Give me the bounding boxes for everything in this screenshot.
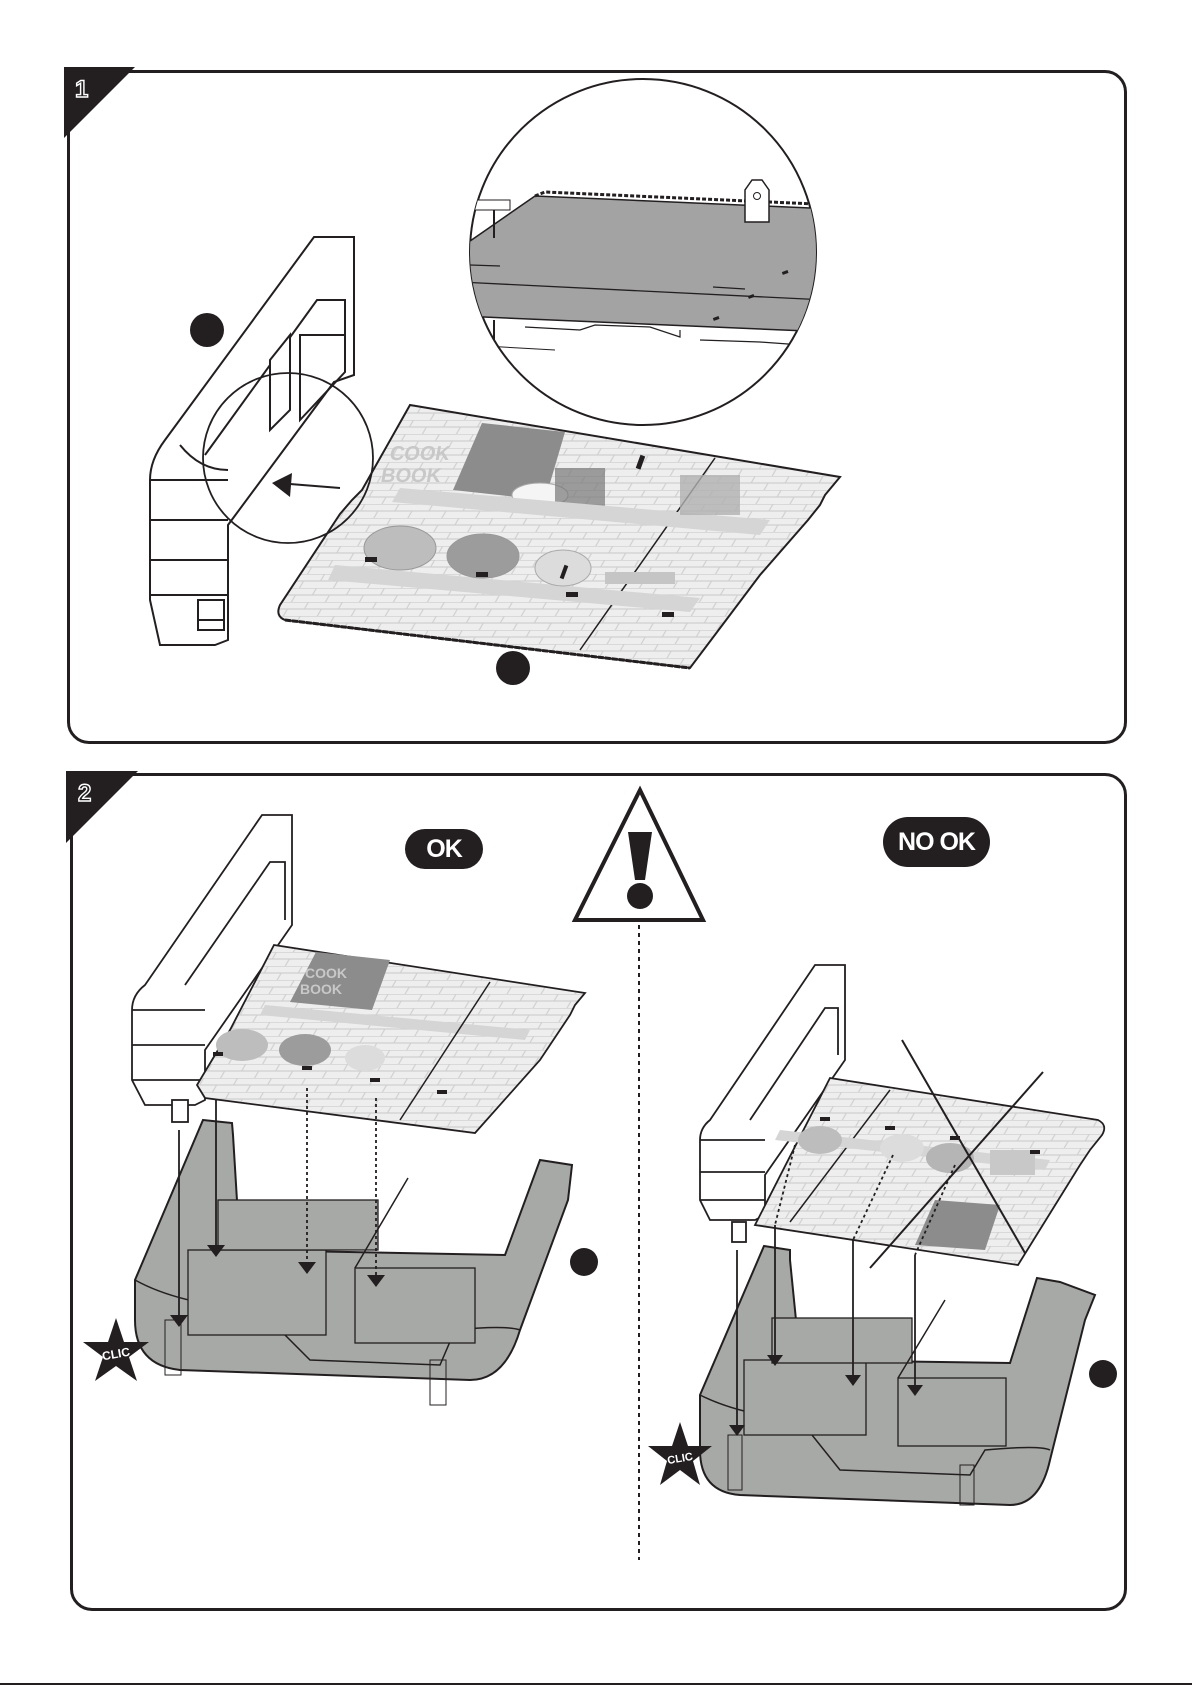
insert-direction-arrow (272, 473, 340, 497)
cook-book-text-2: BOOK (379, 465, 443, 487)
step-2-number: 2 (78, 780, 91, 808)
step-2-corner-marker (66, 771, 138, 843)
ok-assembly: COOK BOOK (132, 815, 585, 1405)
ok-board-cook-text: COOK (305, 965, 347, 981)
ok-badge: OK (405, 829, 483, 869)
cook-book-text: COOK (388, 443, 452, 465)
nook-bin-marker-dot (1089, 1360, 1117, 1388)
zoom-detail-circle (460, 79, 1130, 425)
ok-bin-marker-dot (570, 1248, 598, 1276)
step-1-number: 1 (75, 76, 88, 104)
part-a-marker-dot (190, 313, 224, 347)
exclamation-triangle-icon (575, 790, 703, 920)
no-ok-badge: NO OK (883, 817, 990, 867)
printed-board-part: COOK BOOK (278, 405, 840, 668)
nook-assembly (700, 965, 1104, 1505)
part-b-marker-dot (496, 651, 530, 685)
ok-board-book-text: BOOK (300, 981, 342, 997)
